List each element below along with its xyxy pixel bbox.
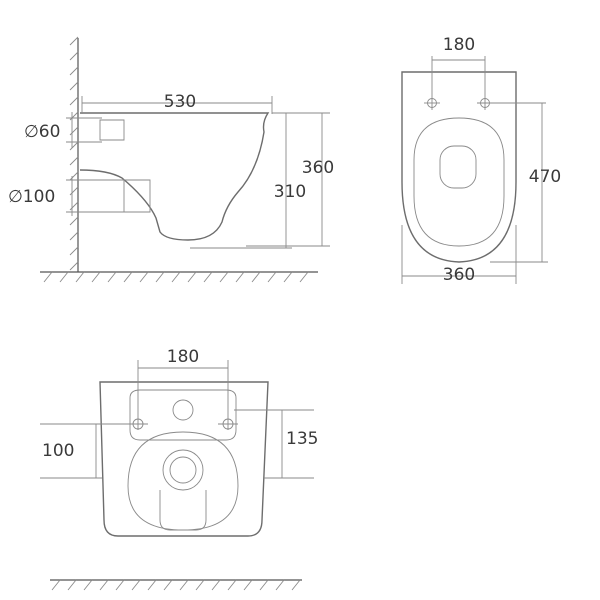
rear-bolt-spacing-label: 180 bbox=[167, 347, 199, 367]
toilet-rear-inner bbox=[129, 389, 237, 441]
dimension-pipe-100: ∅100 bbox=[8, 176, 102, 216]
top-bolt-spacing-label: 180 bbox=[443, 35, 475, 55]
pipe-large-label: ∅100 bbox=[8, 187, 55, 207]
floor-hatch bbox=[40, 271, 318, 283]
top-length-label: 470 bbox=[529, 167, 561, 187]
dimension-top-bolts-180: 180 bbox=[431, 35, 486, 110]
top-width-label: 360 bbox=[443, 265, 475, 285]
dimension-rear-bolts-180: 180 bbox=[137, 347, 229, 430]
wall-hatch bbox=[69, 36, 79, 272]
toilet-rear-bowl bbox=[127, 431, 239, 531]
dimension-height-310: 310 bbox=[190, 112, 306, 249]
toilet-rear-outline bbox=[99, 381, 269, 537]
dimension-rear-100: 100 bbox=[40, 423, 132, 479]
height-total-label: 360 bbox=[302, 158, 334, 178]
rear-view: 180 100 135 bbox=[40, 347, 318, 591]
toilet-top-outline bbox=[401, 71, 517, 263]
dimension-width-530: 530 bbox=[81, 92, 273, 114]
dimension-pipe-60: ∅60 bbox=[24, 112, 102, 148]
dimension-top-length-470: 470 bbox=[490, 103, 561, 263]
pipe-small-label: ∅60 bbox=[24, 122, 60, 142]
rear-floor-hatch bbox=[50, 579, 302, 591]
toilet-top-outlet bbox=[439, 145, 477, 189]
inlet-hole-icon bbox=[172, 399, 194, 421]
dimension-rear-135: 135 bbox=[234, 409, 318, 479]
dimension-height-360: 360 bbox=[246, 112, 334, 247]
outlet-inner-icon bbox=[169, 456, 197, 484]
toilet-side-profile bbox=[79, 112, 270, 241]
outlet-outer-icon bbox=[162, 449, 204, 491]
toilet-top-bowl bbox=[413, 117, 505, 247]
side-width-label: 530 bbox=[164, 92, 196, 112]
height-outlet-label: 310 bbox=[274, 182, 306, 202]
rear-left-height-label: 100 bbox=[42, 441, 74, 461]
side-view: 530 ∅60 ∅100 310 360 bbox=[8, 36, 334, 283]
top-view: 180 470 360 bbox=[401, 35, 561, 285]
rear-right-height-label: 135 bbox=[286, 429, 318, 449]
dimension-top-width-360: 360 bbox=[401, 225, 517, 285]
